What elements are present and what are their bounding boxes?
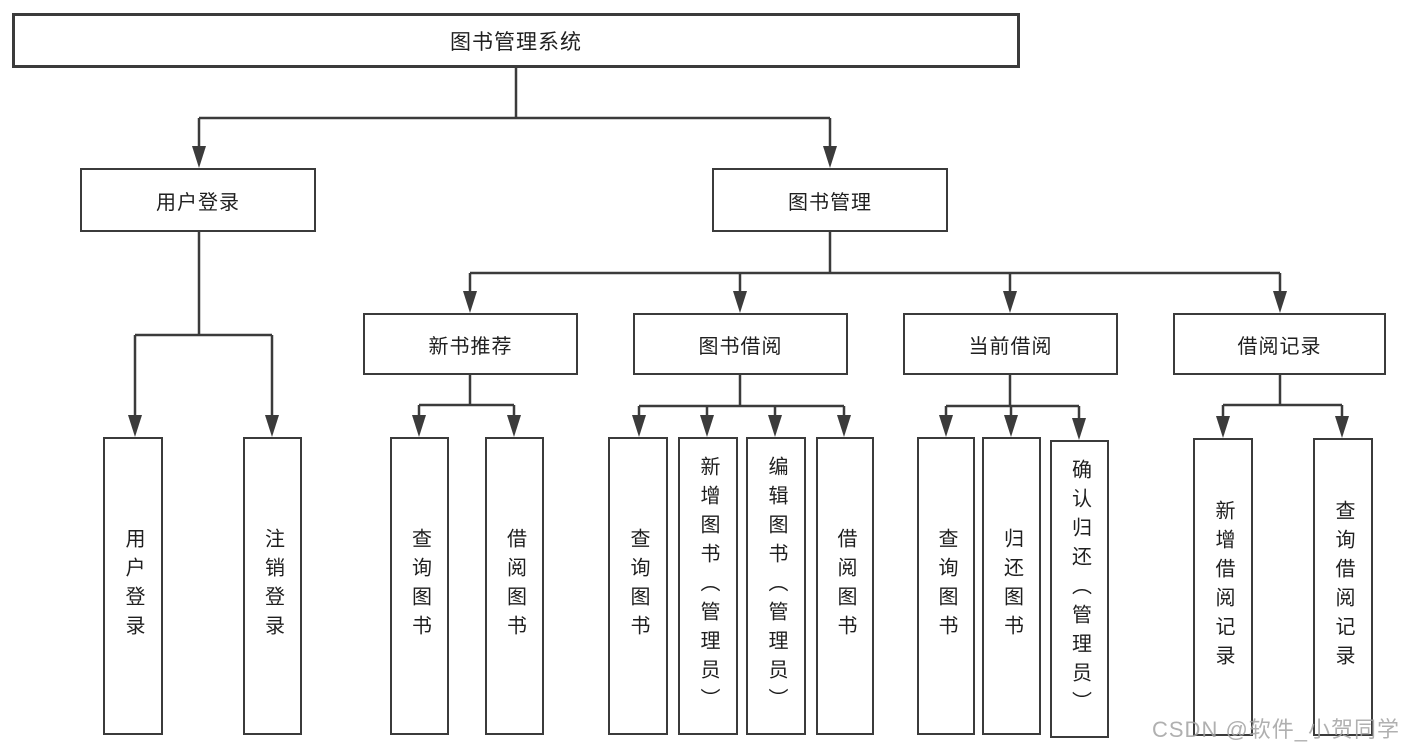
- node-label: 图书管理: [788, 191, 872, 214]
- arrow-down-icon: [1335, 416, 1349, 438]
- node-leaf-return-books: 归还图书: [982, 437, 1041, 735]
- node-borrowing-records: 借阅记录: [1173, 313, 1386, 375]
- arrow-down-icon: [128, 415, 142, 437]
- node-leaf-logout: 注销登录: [243, 437, 302, 735]
- arrow-down-icon: [507, 415, 521, 437]
- arrow-down-icon: [412, 415, 426, 437]
- node-leaf-user-login: 用户登录: [103, 437, 163, 735]
- arrow-down-icon: [939, 415, 953, 437]
- arrow-down-icon: [1004, 415, 1018, 437]
- node-label: 借阅图书: [503, 528, 526, 644]
- node-label: 当前借阅: [968, 335, 1053, 358]
- arrow-down-icon: [700, 415, 714, 437]
- node-label: 编辑图书（管理员）: [765, 455, 787, 717]
- node-leaf-add-books-admin: 新增图书（管理员）: [678, 437, 738, 735]
- node-leaf-borrow-books: 借阅图书: [816, 437, 874, 735]
- node-leaf-add-borrow-record: 新增借阅记录: [1193, 438, 1253, 736]
- node-label: 注销登录: [261, 528, 284, 644]
- node-new-book-recommend: 新书推荐: [363, 313, 578, 375]
- node-label: 查询图书: [935, 528, 957, 644]
- node-user-login: 用户登录: [80, 168, 316, 232]
- node-label: 新增借阅记录: [1212, 500, 1234, 674]
- node-label: 新书推荐: [428, 335, 513, 358]
- arrow-down-icon: [823, 146, 837, 168]
- node-book-borrowing: 图书借阅: [633, 313, 848, 375]
- arrow-down-icon: [837, 415, 851, 437]
- arrow-down-icon: [1216, 416, 1230, 438]
- csdn-watermark: CSDN @软件_小贺同学: [1152, 717, 1401, 742]
- node-label: 图书借阅: [698, 335, 783, 358]
- node-label: 用户登录: [122, 528, 144, 644]
- node-label: 新增图书（管理员）: [697, 455, 719, 717]
- node-leaf-confirm-return-admin: 确认归还（管理员）: [1050, 440, 1109, 738]
- node-label: 查询借阅记录: [1332, 500, 1354, 674]
- node-leaf-borrow-books: 借阅图书: [485, 437, 544, 735]
- node-leaf-query-borrow-record: 查询借阅记录: [1313, 438, 1373, 736]
- node-current-borrowing: 当前借阅: [903, 313, 1118, 375]
- node-library-system: 图书管理系统: [12, 13, 1020, 68]
- arrow-down-icon: [768, 415, 782, 437]
- node-label: 图书管理系统: [450, 30, 582, 54]
- connector-lines: [133, 68, 1344, 421]
- node-label: 借阅图书: [834, 528, 856, 644]
- arrow-down-icon: [463, 291, 477, 313]
- node-book-management: 图书管理: [712, 168, 948, 232]
- arrow-down-icon: [192, 146, 206, 168]
- arrow-down-icon: [1273, 291, 1287, 313]
- node-label: 查询图书: [408, 528, 431, 644]
- node-label: 确认归还（管理员）: [1068, 458, 1091, 720]
- arrow-down-icon: [1072, 418, 1086, 440]
- node-leaf-query-books: 查询图书: [917, 437, 975, 735]
- arrow-down-icon: [265, 415, 279, 437]
- node-label: 用户登录: [156, 191, 240, 214]
- node-leaf-edit-books-admin: 编辑图书（管理员）: [746, 437, 806, 735]
- node-label: 查询图书: [627, 528, 649, 644]
- node-leaf-query-books: 查询图书: [608, 437, 668, 735]
- arrow-down-icon: [632, 415, 646, 437]
- node-label: 借阅记录: [1237, 335, 1322, 358]
- node-leaf-query-books: 查询图书: [390, 437, 449, 735]
- arrow-down-icon: [733, 291, 747, 313]
- arrow-down-icon: [1003, 291, 1017, 313]
- node-label: 归还图书: [1000, 528, 1023, 644]
